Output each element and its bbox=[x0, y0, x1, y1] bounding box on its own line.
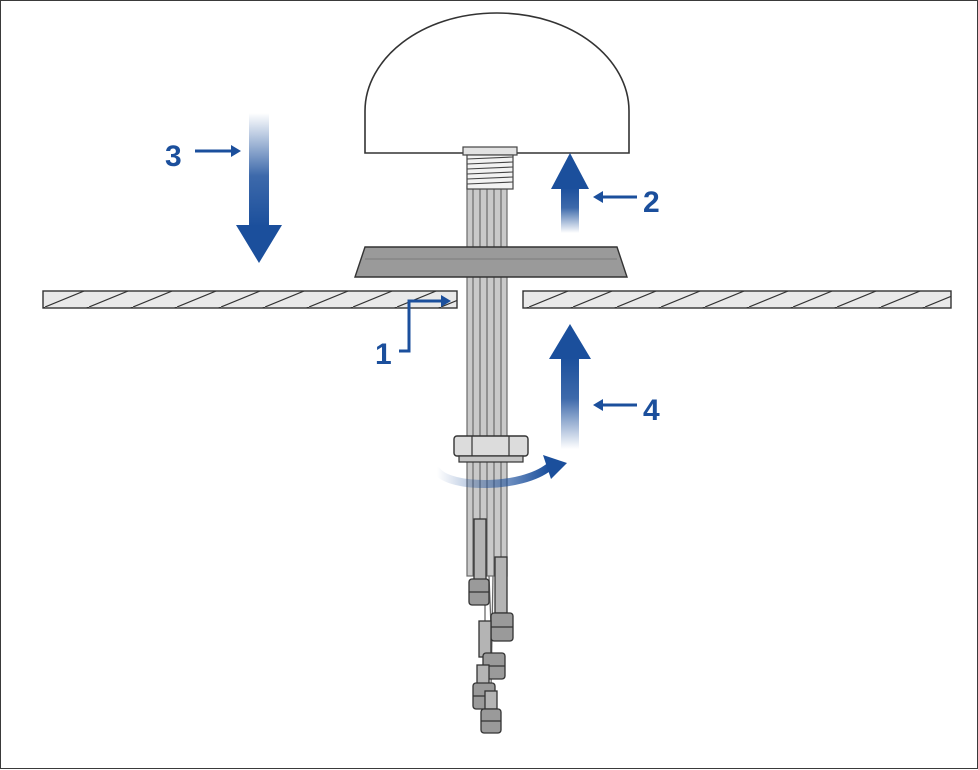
rotation-arrow bbox=[433, 455, 567, 488]
callout-4: 4 bbox=[643, 394, 660, 427]
gasket-base bbox=[354, 246, 628, 278]
arrow-up-2 bbox=[551, 153, 589, 233]
threaded-stud bbox=[462, 146, 518, 190]
antenna-dome bbox=[364, 12, 630, 154]
callout-2: 2 bbox=[643, 186, 660, 219]
callout-3: 3 bbox=[165, 140, 182, 173]
callout-1: 1 bbox=[375, 338, 392, 371]
connector bbox=[490, 556, 514, 642]
surface-left-hatch bbox=[43, 291, 457, 308]
arrow-down-3 bbox=[236, 113, 282, 263]
cable-bundle bbox=[466, 185, 508, 577]
leader-lines bbox=[195, 145, 637, 411]
arrow-up-4 bbox=[549, 324, 591, 449]
surface-right-hatch bbox=[523, 291, 951, 308]
fixing-nut bbox=[453, 435, 529, 463]
mounting-surface bbox=[42, 290, 952, 309]
connector bbox=[468, 518, 490, 606]
connector bbox=[480, 690, 502, 734]
cable-connectors bbox=[468, 518, 514, 734]
